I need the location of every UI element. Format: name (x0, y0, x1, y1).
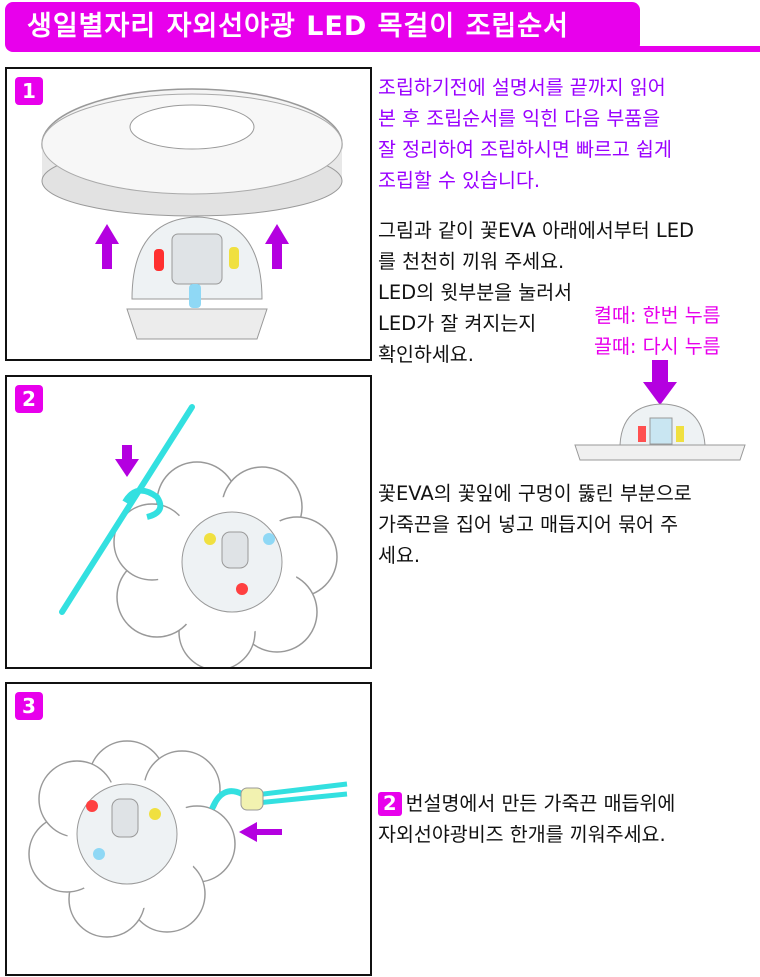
step-1-line: 확인하세요. (378, 343, 474, 366)
up-arrow-icon (95, 224, 119, 269)
on-label: 켤때: 한번 누름 (594, 304, 721, 327)
intro-text: 조립하기전에 설명서를 끝까지 읽어 본 후 조립순서를 익힌 다음 부품을 잘… (378, 72, 672, 196)
off-label: 끌때: 다시 누름 (594, 335, 721, 358)
step-2-text: 꽃EVA의 꽃잎에 구멍이 뚫린 부분으로 가죽끈을 집어 넣고 매듭지어 묶어… (378, 478, 692, 571)
left-arrow-icon (239, 822, 282, 842)
step-2-line: 세요. (378, 544, 421, 567)
step-3-line: 자외선야광비즈 한개를 끼워주세요. (378, 823, 666, 846)
intro-line: 본 후 조립순서를 익힌 다음 부품을 (378, 107, 661, 130)
cord-knot-illustration (59, 404, 338, 667)
glow-bead (240, 787, 264, 811)
intro-line: 조립할 수 있습니다. (378, 169, 541, 192)
page-title: 생일별자리 자외선야광 LED 목걸이 조립순서 (5, 2, 640, 52)
step-number-badge: 1 (15, 77, 43, 105)
step-1-line: 를 천천히 끼워 주세요. (378, 250, 565, 273)
down-arrow-icon (115, 445, 139, 477)
step-3-line-text: 번설명에서 만든 가죽끈 매듭위에 (405, 792, 676, 815)
up-arrow-icon (265, 224, 289, 269)
step-2-line: 가죽끈을 집어 넣고 매듭지어 묶어 주 (378, 513, 679, 536)
step-1-panel: 1 (5, 67, 372, 361)
step-2-panel: 2 (5, 375, 372, 669)
step-1-line: 그림과 같이 꽃EVA 아래에서부터 LED (378, 219, 695, 242)
step-1-line: LED가 잘 켜지는지 (378, 312, 537, 335)
header-rule (630, 46, 760, 52)
step-1-text: 그림과 같이 꽃EVA 아래에서부터 LED 를 천천히 끼워 주세요. LED… (378, 215, 694, 370)
on-off-instructions: 켤때: 한번 누름 끌때: 다시 누름 (594, 300, 721, 362)
down-arrow-icon (643, 360, 677, 405)
flower-eva-illustration (41, 88, 343, 340)
step-number-badge: 3 (15, 692, 43, 720)
step-ref-badge: 2 (378, 792, 402, 816)
intro-line: 잘 정리하여 조립하시면 빠르고 쉽게 (378, 138, 672, 161)
intro-line: 조립하기전에 설명서를 끝까지 읽어 (378, 76, 666, 99)
step-number-badge: 2 (15, 385, 43, 413)
step-3-panel: 3 (5, 682, 372, 976)
bead-illustration (28, 740, 348, 938)
step-1-line: LED의 윗부분을 눌러서 (378, 281, 573, 304)
step-2-line: 꽃EVA의 꽃잎에 구멍이 뚫린 부분으로 (378, 482, 692, 505)
led-dome-illustration (574, 360, 746, 461)
